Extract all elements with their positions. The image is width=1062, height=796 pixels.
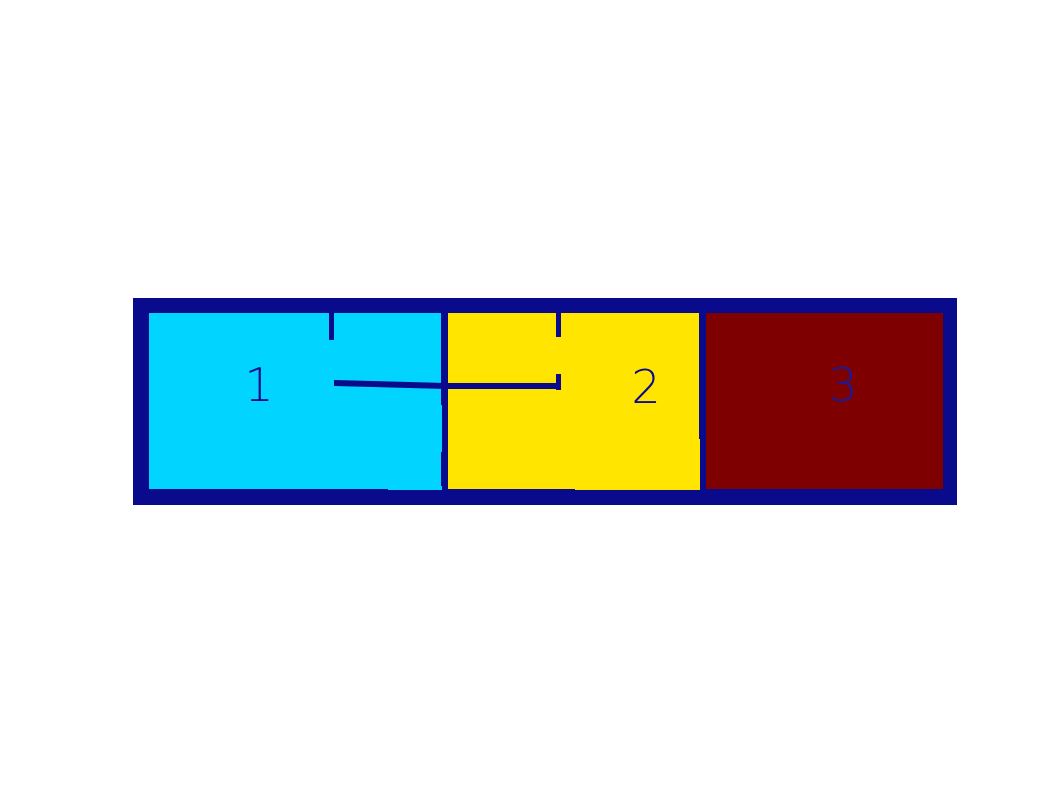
wall-stub-right <box>556 313 561 337</box>
wall-stub-right-lower <box>556 374 561 390</box>
wall-stub-left <box>329 313 334 340</box>
region-2-edge-notch <box>575 486 700 490</box>
wall-horizontal-connector <box>334 380 560 389</box>
region-2-label: 2 <box>631 360 660 414</box>
wall-divider-1-2-lower <box>441 452 448 490</box>
region-3-fill <box>706 313 943 489</box>
wall-divider-1-2-upper <box>441 313 448 405</box>
region-1-edge-notch <box>388 486 442 490</box>
wall-divider-2-3 <box>699 313 706 439</box>
region-2-fill <box>448 313 700 489</box>
region-1-label: 1 <box>244 358 273 412</box>
region-3-label: 3 <box>828 358 857 412</box>
region-1-fill <box>149 313 442 489</box>
